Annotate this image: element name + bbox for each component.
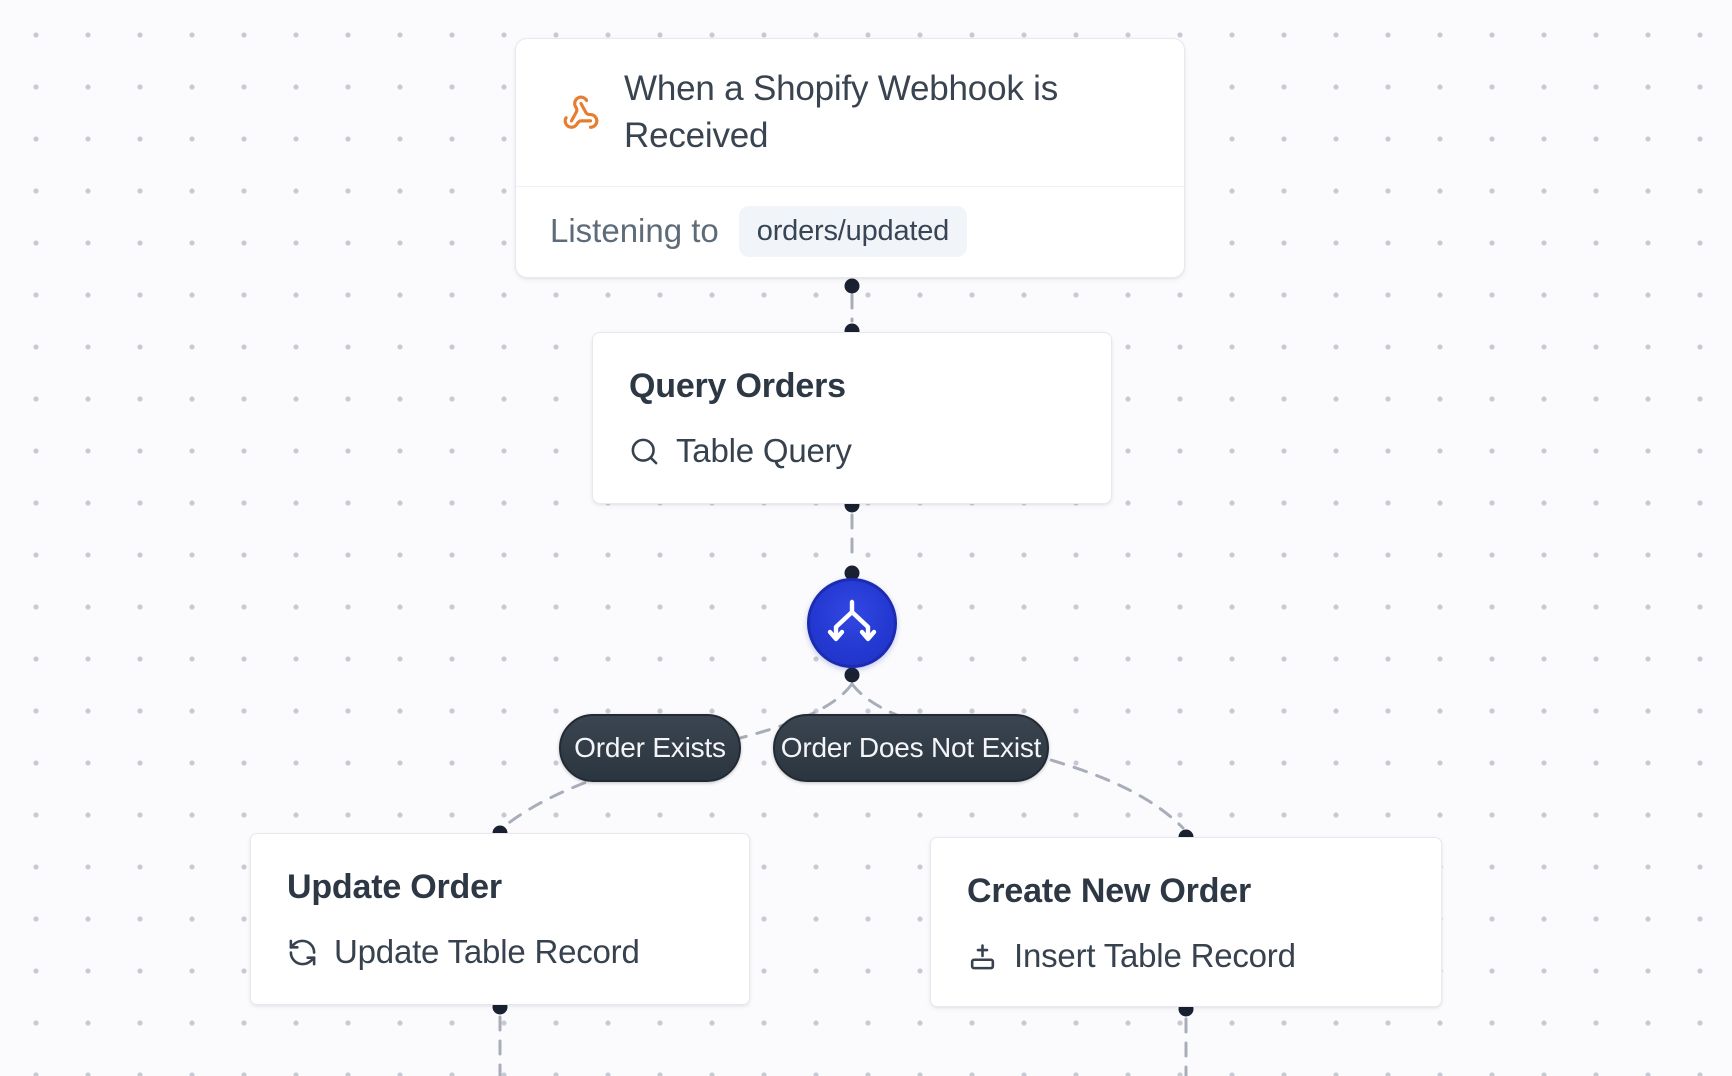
branch-label-text: Order Exists <box>574 732 726 763</box>
search-icon <box>629 436 660 467</box>
node-action-label: Insert Table Record <box>1014 937 1296 974</box>
node-webhook-trigger[interactable]: When a Shopify Webhook is Received Liste… <box>515 38 1185 278</box>
listening-label: Listening to <box>550 212 719 249</box>
topic-badge: orders/updated <box>738 205 968 257</box>
node-query-orders[interactable]: Query Orders Table Query <box>592 332 1112 504</box>
connection-handle[interactable] <box>844 565 860 581</box>
webhook-icon <box>562 94 600 132</box>
trigger-title: When a Shopify Webhook is Received <box>624 68 1059 155</box>
connection-handle[interactable] <box>844 278 860 294</box>
branch-label-order-does-not-exist[interactable]: Order Does Not Exist <box>773 714 1049 782</box>
node-title: Update Order <box>287 868 502 906</box>
node-title: Query Orders <box>629 367 846 405</box>
split-icon <box>826 597 878 649</box>
refresh-icon <box>287 937 318 968</box>
trigger-body: Listening to orders/updated <box>516 187 1184 275</box>
node-action-row: Insert Table Record <box>967 937 1411 975</box>
node-action-label: Table Query <box>676 432 852 469</box>
node-title: Create New Order <box>967 872 1252 910</box>
branch-node[interactable] <box>807 578 897 668</box>
node-create-new-order[interactable]: Create New Order Insert Table Record <box>930 837 1442 1007</box>
insert-record-icon <box>967 941 998 972</box>
node-action-row: Table Query <box>629 432 1081 470</box>
branch-label-order-exists[interactable]: Order Exists <box>559 714 741 782</box>
node-action-row: Update Table Record <box>287 933 719 971</box>
node-update-order[interactable]: Update Order Update Table Record <box>250 833 750 1005</box>
branch-label-text: Order Does Not Exist <box>780 732 1042 763</box>
connection-handle[interactable] <box>844 667 860 683</box>
edge-branch-to-create <box>850 682 1185 830</box>
trigger-header: When a Shopify Webhook is Received <box>516 39 1184 187</box>
node-action-label: Update Table Record <box>334 933 640 970</box>
